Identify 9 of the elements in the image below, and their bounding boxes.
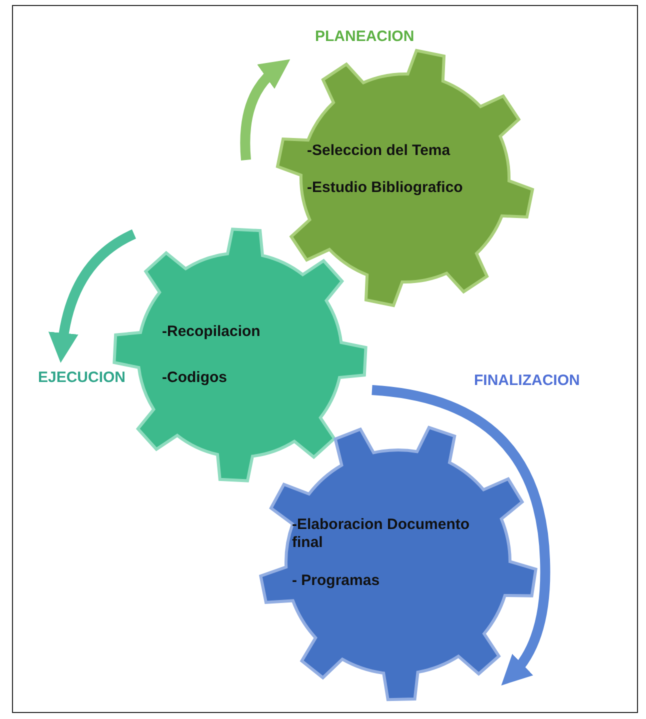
phase-heading: EJECUCION [38, 369, 126, 386]
phase-heading: PLANEACION [315, 28, 414, 45]
list-item: -Recopilacion [162, 323, 260, 341]
list-item: -Codigos [162, 369, 227, 387]
list-item: -Estudio Bibliografico [307, 179, 463, 197]
list-item: -Seleccion del Tema [307, 142, 450, 160]
phase-heading: FINALIZACION [474, 372, 580, 389]
list-item: - Programas [292, 572, 380, 590]
list-item: -Elaboracion Documento final [292, 516, 471, 552]
